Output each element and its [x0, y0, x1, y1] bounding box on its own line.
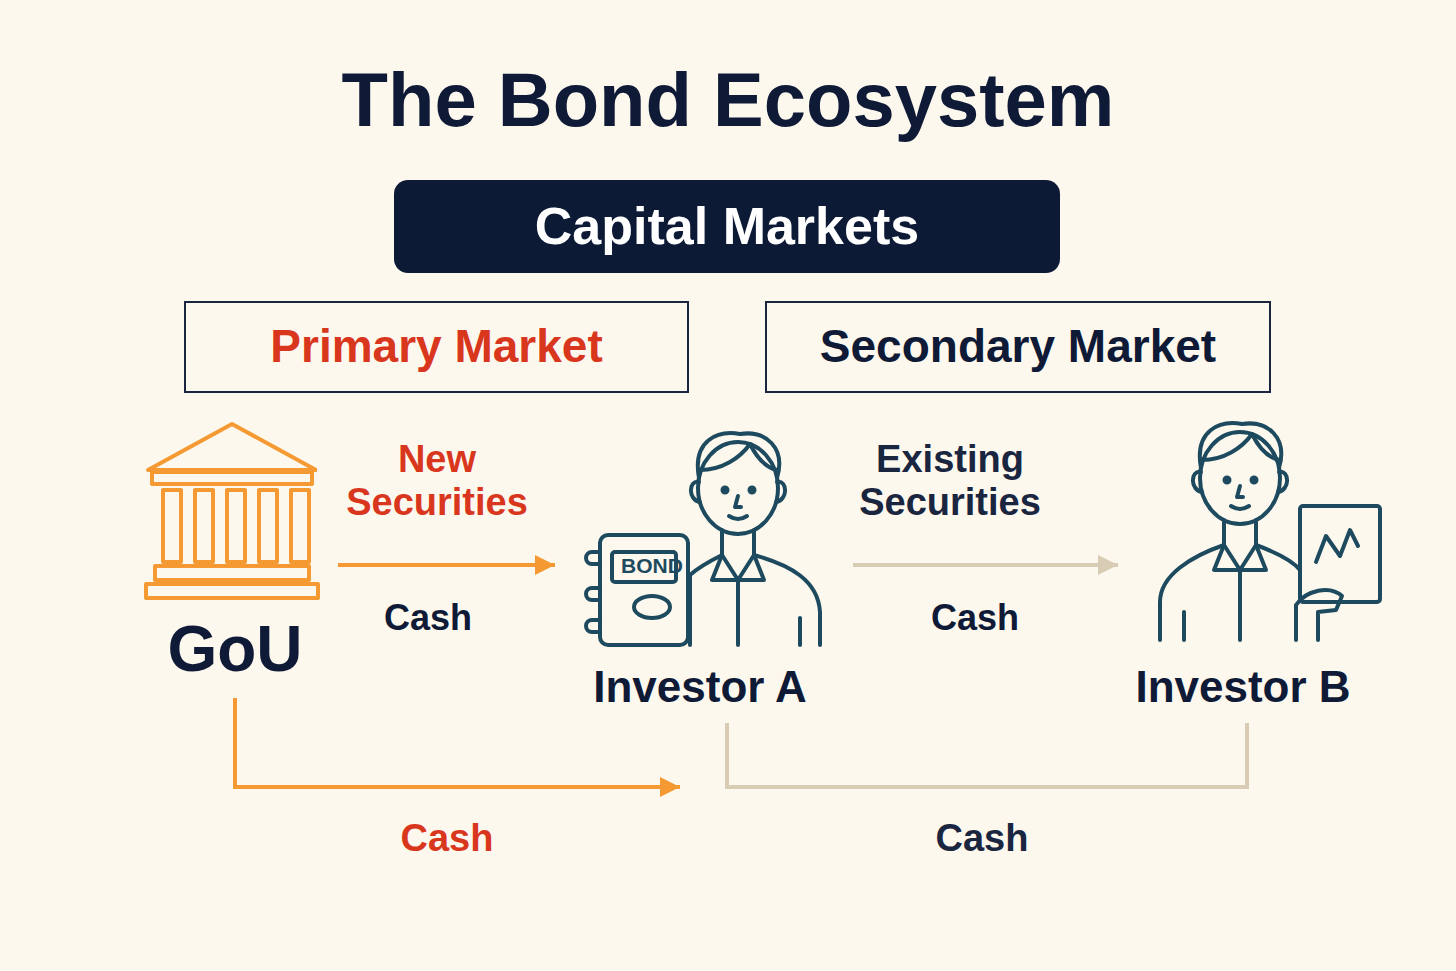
edge-label: Cash [377, 817, 517, 860]
issuer-node: GoU [140, 415, 330, 690]
flow-label: Cash [358, 598, 498, 638]
document-label: BOND [617, 554, 687, 578]
node-label: Investor B [1135, 662, 1350, 711]
node-label: Investor A [593, 662, 807, 711]
group-banner: Capital Markets [394, 180, 1060, 273]
market-box: Primary Market [184, 301, 689, 393]
node-label: GoU [167, 614, 302, 686]
flow-label: Cash [905, 598, 1045, 638]
investor-node: Investor A [555, 420, 845, 715]
node-label: Primary Market [270, 321, 602, 373]
node-label: Secondary Market [820, 321, 1216, 373]
flow-arrow [853, 563, 1118, 567]
edge-label: New Securities [317, 438, 557, 523]
market-box: Secondary Market [765, 301, 1271, 393]
flow-arrow [727, 723, 1247, 787]
investor-icon [1160, 423, 1380, 640]
edge-label: Existing Securities [815, 438, 1085, 523]
node-label: Capital Markets [535, 197, 919, 255]
flow-arrow [338, 563, 555, 567]
investor-node: Investor B [1118, 415, 1368, 715]
diagram-title: The Bond Ecosystem [0, 62, 1456, 138]
investor-icon [586, 433, 820, 645]
flow-arrow [235, 698, 680, 787]
temple-icon [146, 424, 318, 598]
edge-label: Cash [912, 817, 1052, 860]
